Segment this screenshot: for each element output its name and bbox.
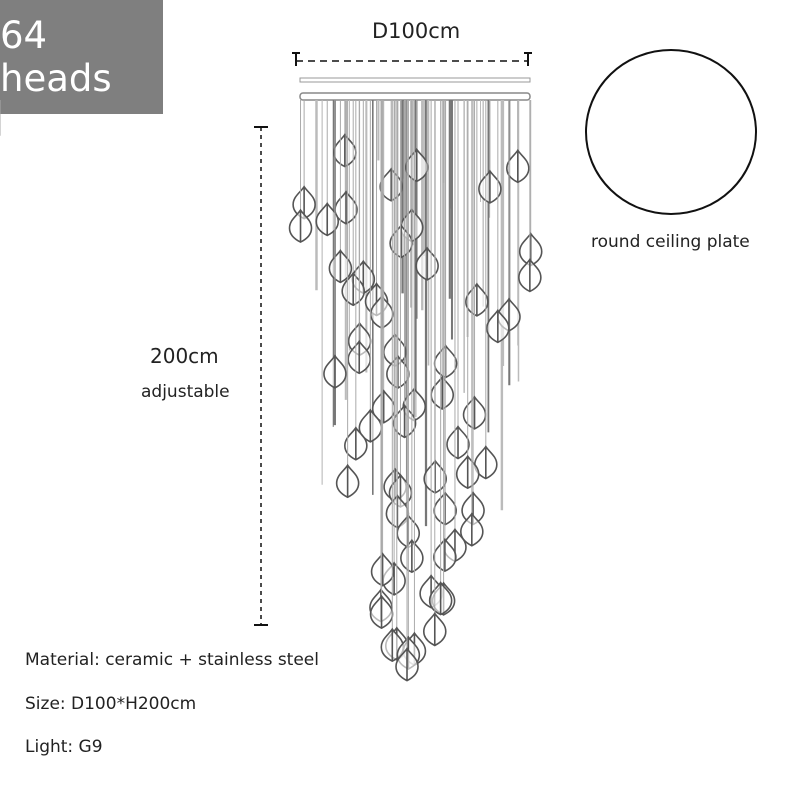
head-count-badge: 64 heads bbox=[0, 0, 163, 114]
height-dimension-line bbox=[254, 126, 268, 626]
petal-shade bbox=[288, 208, 313, 243]
petal-shade bbox=[333, 133, 357, 168]
petal-shade bbox=[506, 148, 530, 184]
petal-shade bbox=[474, 445, 498, 480]
height-note: adjustable bbox=[141, 382, 230, 402]
petal-shade bbox=[422, 612, 447, 647]
petal-shade bbox=[460, 512, 484, 547]
ceiling-bar-top bbox=[299, 77, 531, 83]
material-spec: Material: ceramic + stainless steel bbox=[25, 650, 319, 670]
petal-shade bbox=[369, 594, 394, 630]
petal-shade bbox=[335, 463, 360, 499]
petal-shade bbox=[518, 258, 542, 293]
light-spec: Light: G9 bbox=[25, 737, 103, 757]
width-dimension-line bbox=[292, 52, 532, 66]
petal-shade bbox=[323, 354, 347, 389]
petal-shade bbox=[446, 425, 470, 460]
petal-shade bbox=[371, 389, 396, 424]
petal-shade bbox=[462, 395, 487, 430]
petal-shade bbox=[347, 339, 372, 375]
ceiling-bar bbox=[299, 92, 531, 101]
height-label: 200cm bbox=[150, 344, 219, 368]
petal-shade bbox=[344, 426, 368, 461]
size-spec: Size: D100*H200cm bbox=[25, 694, 197, 714]
diameter-label: D100cm bbox=[372, 19, 461, 43]
chandelier-fixture bbox=[0, 77, 543, 682]
petal-shade bbox=[358, 408, 383, 443]
petal-shade bbox=[315, 202, 340, 237]
petal-shade bbox=[486, 308, 510, 344]
petal-shade bbox=[395, 647, 419, 682]
ceiling-plate-label: round ceiling plate bbox=[591, 232, 750, 252]
petal-shade bbox=[465, 282, 489, 317]
ceiling-plate-circle bbox=[585, 49, 757, 215]
petal-shade bbox=[415, 246, 439, 281]
petal-shade bbox=[433, 537, 457, 573]
petal-shade bbox=[478, 169, 502, 204]
petal-shade bbox=[370, 552, 395, 587]
petal-shade bbox=[404, 147, 429, 183]
petal-shade bbox=[400, 538, 424, 574]
petal-shade bbox=[430, 375, 455, 410]
petal-shade bbox=[518, 232, 543, 267]
